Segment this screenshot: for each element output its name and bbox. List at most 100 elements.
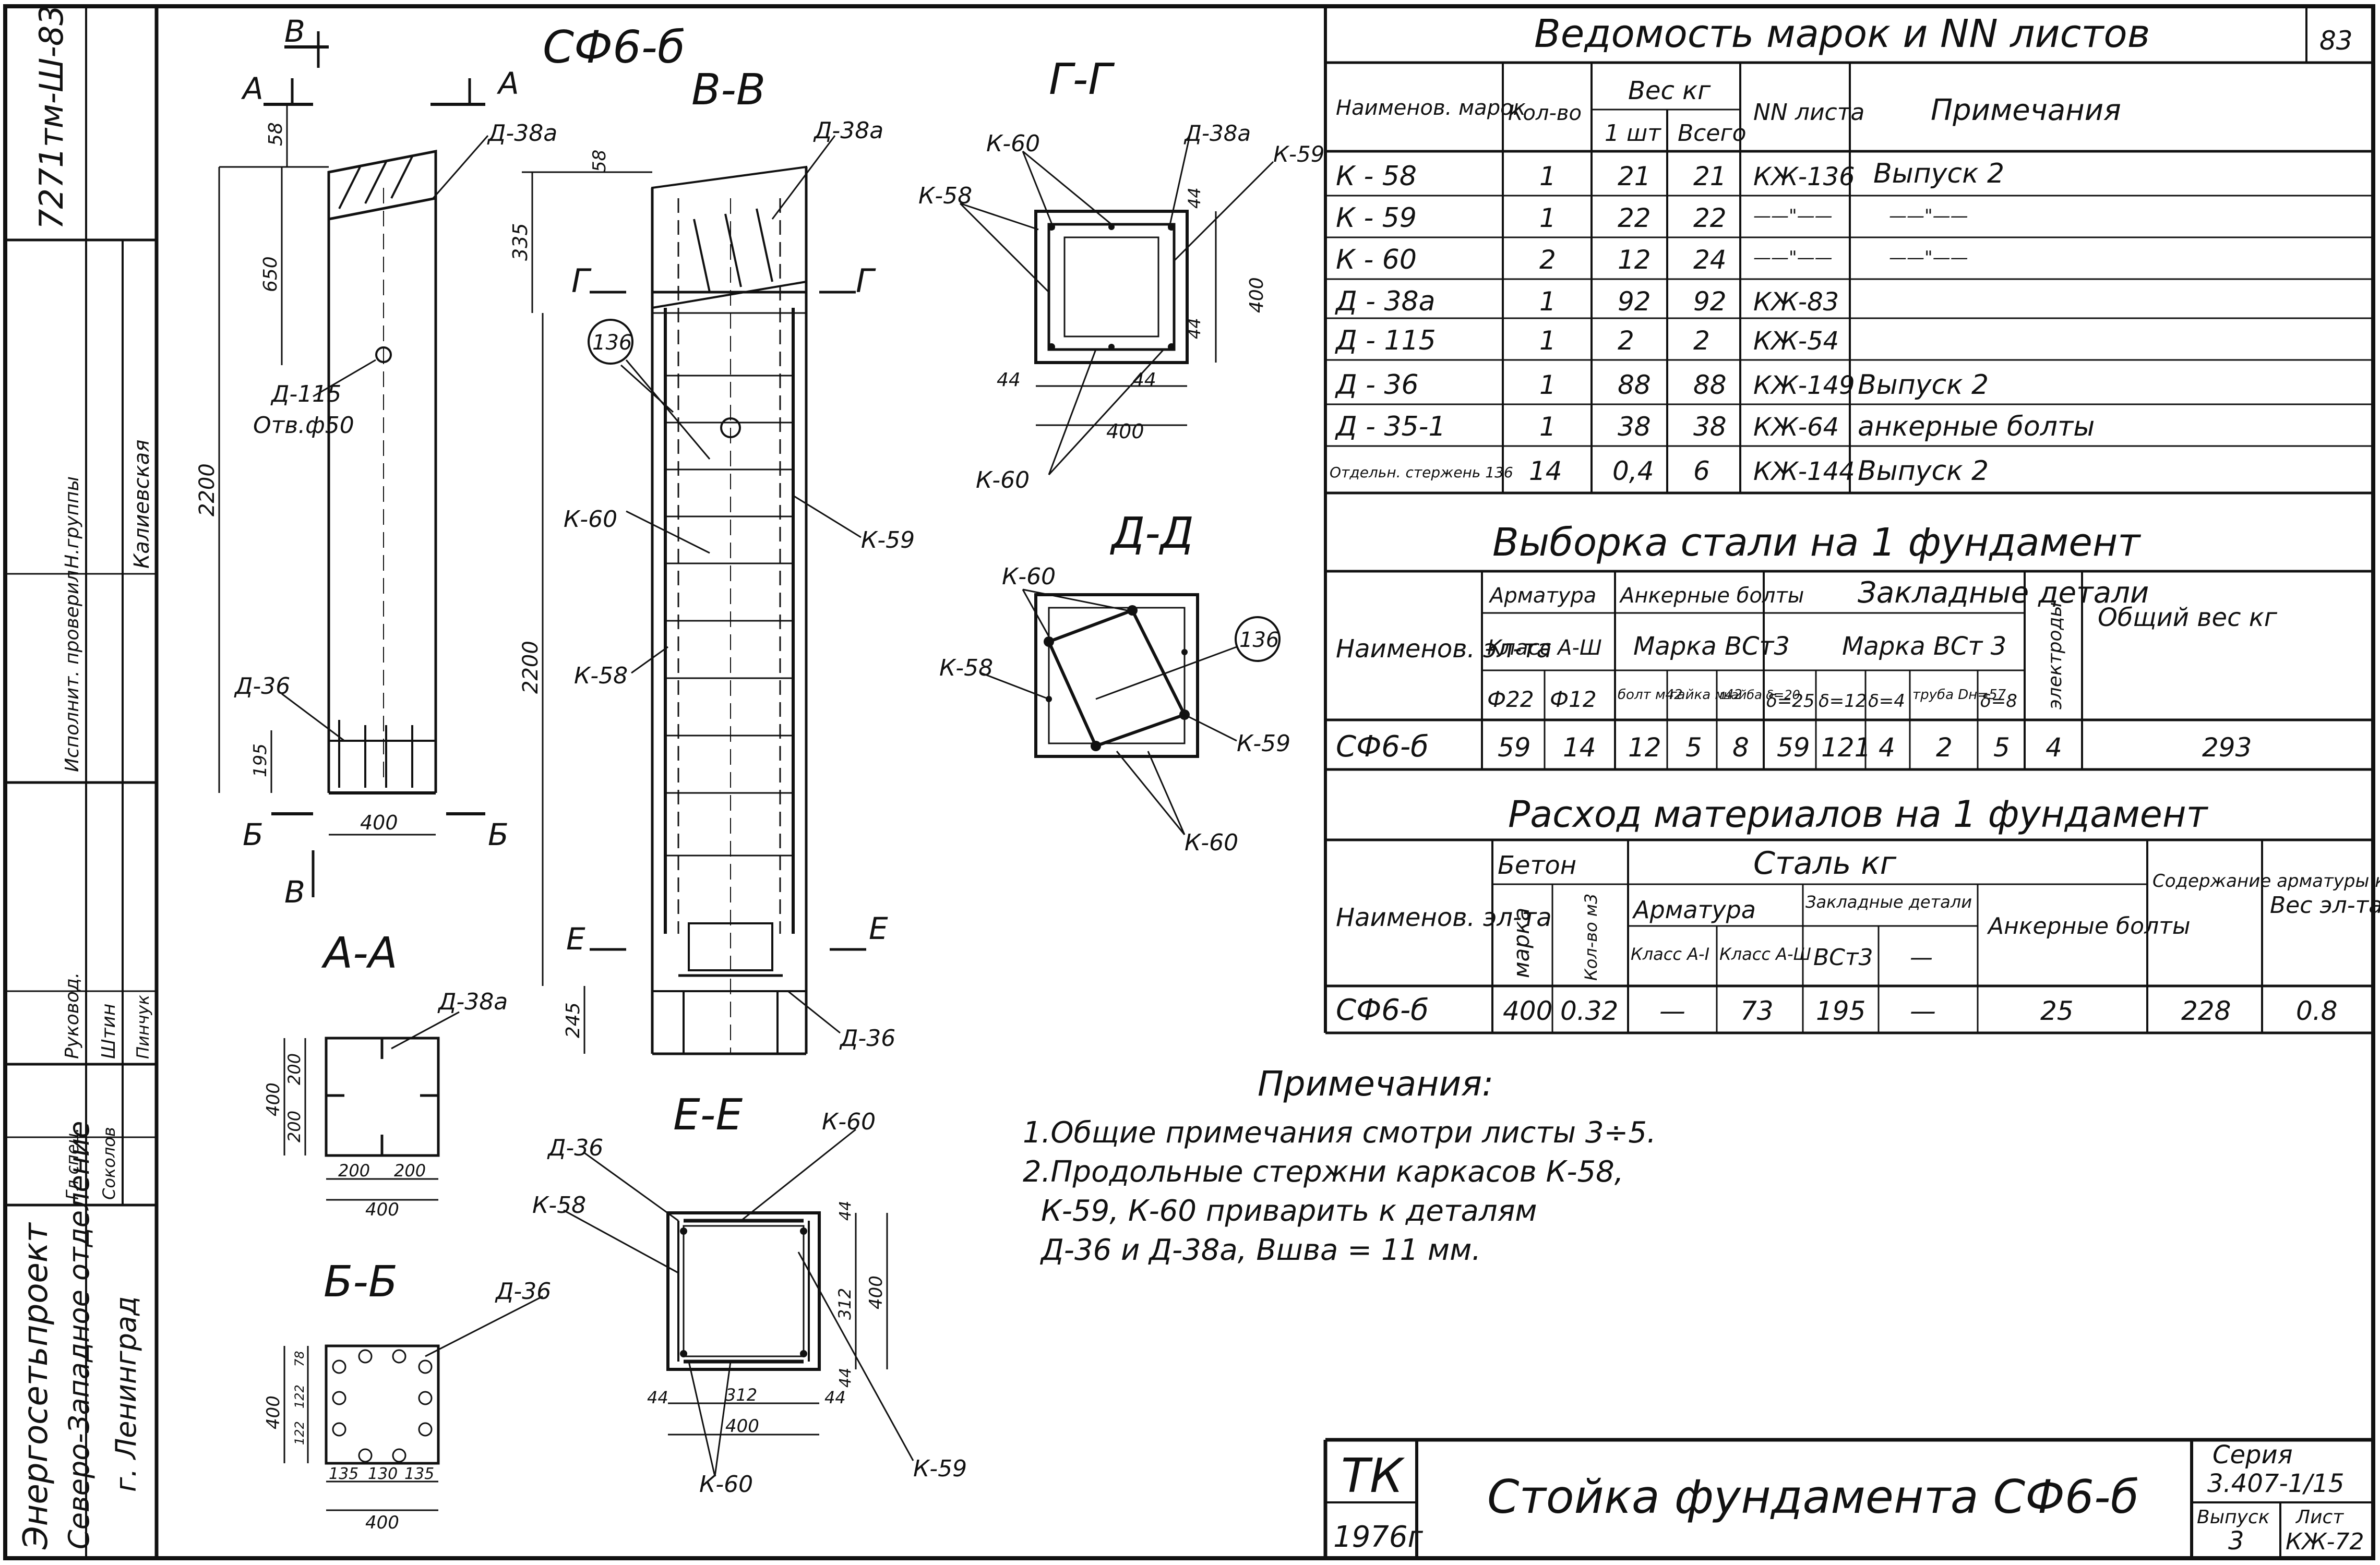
drawing-label: 1 [1539,370,1556,400]
view-section-vv: В-В 335 58 [509,65,915,1055]
drawing-label: Ф12 [1550,687,1597,712]
drawing-label: К-58 [532,1192,586,1219]
drawing-label: А [241,71,264,106]
drawing-label: Наименов. эл-та [1336,903,1552,932]
drawing-label: 650 [260,256,281,292]
drawing-label: КЖ-149 [1753,371,1855,400]
drawing-label: 400 [263,1082,284,1116]
drawing-label: электроды [2044,602,2066,709]
drawing-label: К-58 [918,183,972,209]
drawing-label: Е-Е [673,1090,743,1140]
drawing-label: 73 [1740,996,1774,1026]
drawing-label: 400 [263,1395,284,1429]
drawing-label: 14 [1563,732,1596,763]
strip-sig-role-1: Н.группы [62,476,83,569]
drawing-label: СФ6-б [1336,993,1429,1027]
view-side: СФ6-б А А В 58 650 2200 195 Д-115 Отв.ф5… [195,14,685,910]
notes-title: Примечания: [1258,1064,1493,1104]
view-section-ee: Е-Е Д-36 К-58 К-60 К-59 К-60 44 312 44 4… [532,1090,967,1498]
drawing-label: 4 [1879,732,1895,763]
drawing-label: Выпуск 2 [1858,369,1989,401]
drawing-label: 44 [1185,318,1204,339]
drawing-label: 1 [1539,326,1556,356]
stamp-series: 3.407-1/15 [2207,1469,2345,1498]
strip-sig-role-4: Гл.спец. [63,1127,82,1200]
drawing-label: К-58 [574,663,628,689]
sheet-corner-number: 83 [2319,26,2353,56]
drawing-label: 78 [292,1351,307,1367]
drawing-label: 200 [284,1053,304,1085]
drawing-label: Вес кг [1628,76,1711,105]
drawing-label: 5 [1993,732,2010,763]
stamp-year: 1976г [1333,1520,1424,1554]
stamp-sheet: КЖ-72 [2286,1528,2364,1555]
drawing-label: гайка м42 [1670,687,1742,703]
drawing-label: 293 [2202,732,2252,763]
notes-line-2: 2.Продольные стержни каркасов К-58, [1023,1155,1624,1189]
drawing-label: 121 [1821,732,1871,763]
drawing-label: Класс А-Ш [1487,636,1602,660]
drawing-label: Г [856,262,876,300]
drawing-label: 58 [589,150,610,172]
drawing-label: К - 58 [1336,161,1417,192]
drawing-label: 44 [836,1368,855,1388]
drawing-label: 136 [592,331,632,355]
view-section-dd: Д-Д К-60 К-58 136 К-59 К-60 [939,509,1290,856]
strip-sig-name-5: Пинчук [133,994,153,1059]
drawing-label: 38 [1618,412,1651,442]
drawing-label: К-58 [939,655,993,681]
drawing-label: Класс А-I [1631,944,1709,964]
drawing-label: Марка ВСт 3 [1842,632,2006,661]
drawing-label: Е [869,911,888,946]
drawing-label: 200 [284,1111,304,1142]
table2-title: Выборка стали на 1 фундамент [1492,520,2141,565]
drawing-label: КЖ-136 [1753,162,1855,191]
drawing-label: 22 [1693,203,1727,233]
stamp-sheet-label: Лист [2295,1507,2344,1528]
drawing-label: К-60 [1185,829,1238,856]
drawing-label: Б [243,817,264,852]
drawing-label: Д - 38а [1335,286,1435,317]
drawing-label: 400 [1106,420,1144,443]
title-stamp: ТК 1976г Стойка фундамента СФ6-б Серия 3… [1323,1438,2373,1558]
stamp-issue: 3 [2228,1526,2244,1556]
drawing-label: Вес эл-та т [2270,892,2380,919]
drawing-label: 44 [836,1201,855,1221]
drawing-label: 21 [1618,161,1651,191]
drawing-label: Анкерные болты [1987,913,2191,940]
drawing-label: Д - 35-1 [1335,411,1445,442]
drawing-label: Анкерные болты [1619,584,1804,608]
title-sf6b: СФ6-б [543,21,685,74]
drawing-label: Г-Г [1049,55,1115,104]
drawing-label: 44 [647,1388,668,1407]
drawing-label: Закладные детали [1805,892,1972,912]
drawing-label: К - 60 [1336,244,1417,275]
drawing-label: ——"—— [1889,206,1968,226]
drawing-label: 0.32 [1560,996,1618,1026]
drawing-label: 122 [292,1385,307,1408]
drawing-label: В-В [691,65,766,115]
drawing-label: 130 [368,1465,398,1483]
drawing-label: ВСт3 [1813,944,1873,971]
drawing-label: Выпуск 2 [1873,158,2004,189]
strip-sig-role-2: Исполнит. проверил [62,570,83,772]
drawing-label: Бетон [1498,851,1576,880]
drawing-label: 88 [1693,370,1727,400]
drawing-label: 44 [824,1388,846,1407]
stamp-tk: ТК [1341,1449,1405,1503]
drawing-label: шайба δ=20 [1719,688,1800,702]
drawing-label: 2 [1936,732,1953,763]
drawing-label: марка [1509,908,1534,978]
drawing-label: труба Dн=57 [1912,687,2006,703]
drawing-label: — [1910,944,1933,971]
drawing-label: 1 [1539,286,1556,317]
view-section-gg: Г-Г 44 44 400 400 44 44 К-60 К-58 Д-38а … [918,55,1324,493]
drawing-label: А [496,66,519,101]
drawing-label: Г [571,262,592,300]
drawing-label: К-60 [699,1471,753,1498]
drawing-label: Д-115 [270,381,341,407]
drawing-label: 2 [1539,245,1556,275]
drawing-label: 6 [1693,456,1710,486]
view-section-bb: Б-Б Д-36 400 78 122 122 135 130 135 400 [263,1257,551,1533]
drawing-label: 200 [338,1161,370,1181]
